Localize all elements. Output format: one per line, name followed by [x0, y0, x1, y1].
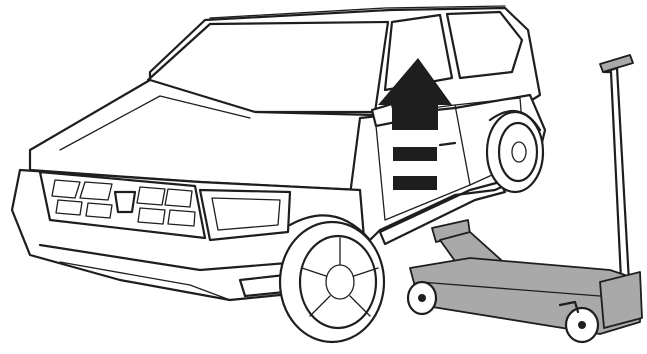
rear-wheel — [487, 112, 543, 192]
brand-logo — [115, 192, 135, 212]
jack-front-wheel — [408, 282, 436, 314]
arrow-dash-2 — [393, 176, 437, 190]
front-wheel — [280, 222, 384, 342]
fog-light — [240, 275, 285, 296]
jack-rear-wheel — [566, 308, 598, 342]
arrow-dash-1 — [393, 147, 437, 161]
jack-pump-housing — [600, 272, 642, 328]
